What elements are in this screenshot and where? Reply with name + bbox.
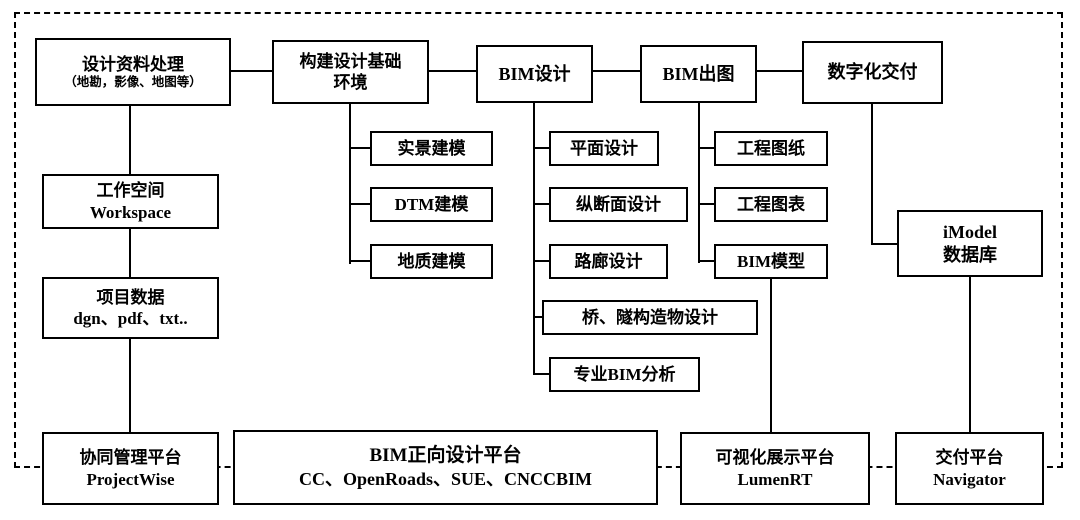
connector-stub <box>533 373 555 375</box>
connector-foundation-branch <box>349 104 351 264</box>
connector-stub <box>698 203 720 205</box>
node-label: 项目数据 <box>96 287 165 307</box>
node-label: 地质建模 <box>397 251 466 271</box>
node-label: 可视化展示平台 <box>715 448 835 468</box>
node-sublabel: CC、OpenRoads、SUE、CNCCBIM <box>298 469 593 490</box>
node-label: 工程图表 <box>737 194 805 214</box>
node-label-line2: 数据库 <box>943 244 997 265</box>
node-sublabel: Navigator <box>933 469 1006 489</box>
node-label: iModel <box>943 222 997 242</box>
node-label: 工程图纸 <box>737 138 805 158</box>
connector-stub <box>349 147 373 149</box>
node-bim-model: BIM模型 <box>714 244 828 279</box>
node-sublabel: （地勘，影像、地图等） <box>64 74 202 89</box>
connector-imodel-to-navigator <box>969 276 971 434</box>
node-drawing-tables: 工程图表 <box>714 187 828 222</box>
node-sublabel: LumenRT <box>737 469 813 489</box>
connector-delivery-branch <box>871 104 873 245</box>
node-navigator-platform: 交付平台 Navigator <box>895 432 1044 505</box>
node-label: 数字化交付 <box>827 62 918 83</box>
node-label: DTM建模 <box>394 194 469 214</box>
node-profile-design: 纵断面设计 <box>549 187 688 222</box>
node-projectwise-platform: 协同管理平台 ProjectWise <box>42 432 219 505</box>
node-digital-delivery: 数字化交付 <box>802 41 943 104</box>
node-label: 协同管理平台 <box>79 448 182 468</box>
node-sublabel: Workspace <box>89 202 172 222</box>
node-label: BIM正向设计平台 <box>369 445 522 467</box>
node-geology-modeling: 地质建模 <box>370 244 493 279</box>
node-foundation-environment: 构建设计基础 环境 <box>272 40 429 104</box>
connector-stub <box>698 260 720 262</box>
connector-bimmodel-to-lumenrt <box>770 278 772 434</box>
node-label: BIM出图 <box>662 63 735 84</box>
node-label: 设计资料处理 <box>82 54 184 74</box>
node-label: BIM模型 <box>737 251 805 271</box>
node-label: 桥、隧构造物设计 <box>582 307 718 327</box>
node-label: 平面设计 <box>570 138 638 158</box>
node-design-data-processing: 设计资料处理 （地勘，影像、地图等） <box>35 38 231 106</box>
connector-output-branch <box>698 103 700 263</box>
node-bim-design: BIM设计 <box>476 45 593 103</box>
connector-stub <box>698 147 720 149</box>
node-label: 专业BIM分析 <box>573 364 676 384</box>
node-corridor-design: 路廊设计 <box>549 244 668 279</box>
node-bridge-tunnel-design: 桥、隧构造物设计 <box>542 300 758 335</box>
node-label: BIM设计 <box>498 63 571 84</box>
node-workspace: 工作空间 Workspace <box>42 174 219 229</box>
connector-stub <box>349 203 373 205</box>
node-label-line2: 环境 <box>333 73 368 92</box>
node-sublabel: dgn、pdf、txt.. <box>73 309 188 328</box>
node-bim-forward-design-platform: BIM正向设计平台 CC、OpenRoads、SUE、CNCCBIM <box>233 430 658 505</box>
connector-stub <box>533 203 555 205</box>
connector-stub <box>349 260 373 262</box>
node-dtm-modeling: DTM建模 <box>370 187 493 222</box>
node-label: 路廊设计 <box>574 251 643 271</box>
node-lumenrt-platform: 可视化展示平台 LumenRT <box>680 432 870 505</box>
node-label: 纵断面设计 <box>576 194 661 214</box>
node-bim-analysis: 专业BIM分析 <box>549 357 700 392</box>
node-plan-design: 平面设计 <box>549 131 659 166</box>
node-sublabel: ProjectWise <box>86 469 175 489</box>
connector-design-branch <box>533 103 535 375</box>
node-bim-output: BIM出图 <box>640 45 757 103</box>
node-label: 构建设计基础 <box>299 51 402 71</box>
connector-stub <box>533 147 555 149</box>
node-label: 工作空间 <box>96 181 165 201</box>
node-label: 实景建模 <box>397 138 466 158</box>
node-project-data: 项目数据 dgn、pdf、txt.. <box>42 277 219 339</box>
node-label: 交付平台 <box>935 448 1004 468</box>
connector-stub <box>871 243 899 245</box>
node-reality-modeling: 实景建模 <box>370 131 493 166</box>
node-imodel-database: iModel 数据库 <box>897 210 1043 277</box>
connector-left-column <box>129 106 131 432</box>
node-drawing-sheets: 工程图纸 <box>714 131 828 166</box>
connector-stub <box>533 260 555 262</box>
